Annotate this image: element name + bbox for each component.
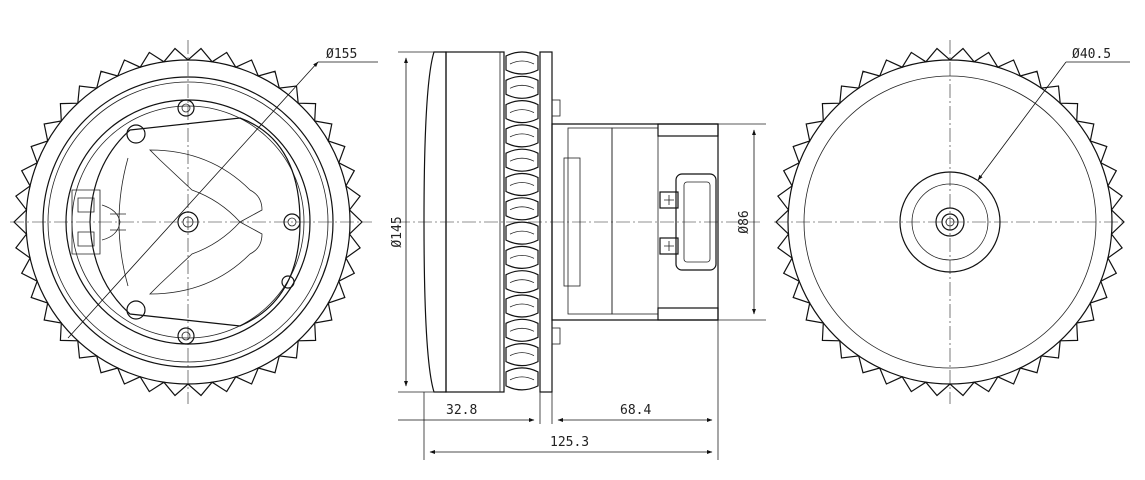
side-terminal-screw-top <box>659 191 679 209</box>
side-fin-edge <box>509 84 535 89</box>
side-fin-column <box>505 51 539 391</box>
right-view: Ø40.5 <box>774 40 1130 404</box>
side-fin-edge <box>509 206 535 211</box>
left-wire-trace <box>101 204 126 241</box>
side-terminal-screw-heads <box>664 195 674 251</box>
left-boss-bottom <box>177 327 195 345</box>
side-motor-cap-top <box>657 123 719 137</box>
side-fin <box>505 51 539 75</box>
left-spoke-lower <box>149 221 263 295</box>
side-fin-edge <box>509 279 535 284</box>
side-fin <box>505 318 539 342</box>
motor-diameter-label: Ø86 <box>737 210 752 233</box>
side-terminal-screw-bottom <box>659 237 679 255</box>
side-fin <box>505 148 539 172</box>
left-connector-block <box>71 189 101 255</box>
overall-length-label: 125.3 <box>550 435 589 450</box>
motor-length-label: 68.4 <box>620 403 651 418</box>
side-fin-edge <box>509 133 535 138</box>
side-fin-edge <box>509 182 535 186</box>
side-flange-tab-top <box>551 99 561 117</box>
side-flange-tab-bottom <box>551 327 561 345</box>
side-fin-edge <box>509 157 535 162</box>
left-view: Ø155 <box>10 40 378 404</box>
side-fin-edge <box>509 255 535 259</box>
left-mount-lower <box>126 300 146 320</box>
side-fin <box>505 75 539 99</box>
left-diameter-leader <box>67 61 319 339</box>
side-fin <box>505 197 539 221</box>
side-fin-edge <box>509 60 535 65</box>
side-motor-band-mid <box>611 127 659 315</box>
height-label: Ø145 <box>390 216 405 247</box>
side-view: Ø145 Ø86 32.8 68.4 125.3 <box>390 51 766 460</box>
right-diameter-label: Ø40.5 <box>1072 47 1111 62</box>
left-mount-right-lower <box>281 275 295 289</box>
right-diameter-leader <box>977 61 1067 181</box>
side-fin <box>505 172 539 197</box>
side-fin-edge <box>509 109 535 113</box>
side-fin <box>505 124 539 148</box>
left-boss-bottom-hole <box>181 331 191 341</box>
left-inner-plate <box>89 117 301 327</box>
side-fin <box>505 270 539 294</box>
side-fin-edge <box>509 376 535 381</box>
side-fin-edge <box>509 352 535 356</box>
side-fin-edge <box>509 327 535 332</box>
flange-depth-label: 32.8 <box>446 403 477 418</box>
side-fin <box>505 100 539 124</box>
side-fin <box>505 367 539 391</box>
side-fin-edge <box>509 230 535 235</box>
left-spoke-upper <box>149 149 263 223</box>
side-fin-edge <box>509 303 535 308</box>
side-fin <box>505 245 539 269</box>
left-diameter-label: Ø155 <box>326 47 357 62</box>
side-fin <box>505 221 539 245</box>
left-boss-top-hole <box>181 103 191 113</box>
left-boss-top <box>177 99 195 117</box>
left-mount-upper <box>126 124 146 144</box>
side-fin <box>505 294 539 318</box>
side-fin <box>505 343 539 367</box>
left-inner-ring-arc <box>118 157 129 287</box>
side-motor-cap-bottom <box>657 307 719 321</box>
